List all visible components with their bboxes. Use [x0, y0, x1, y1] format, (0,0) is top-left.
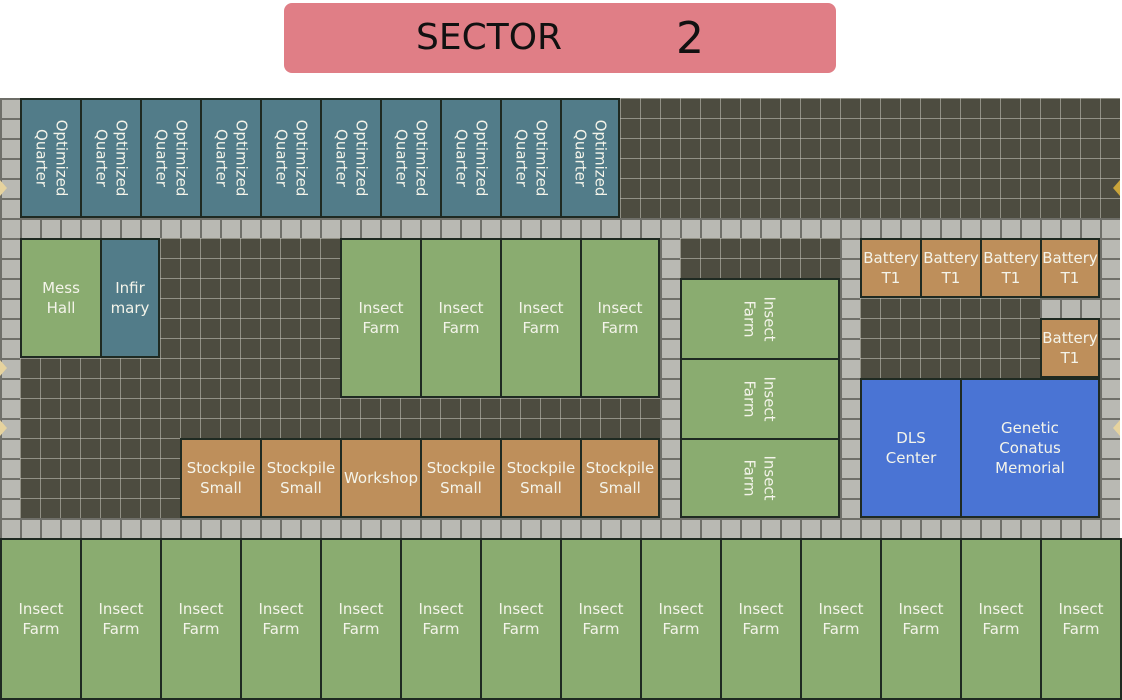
- room-insect-farm[interactable]: Insect Farm: [420, 238, 502, 398]
- room-optimized-quarter[interactable]: Optimized Quarter: [20, 98, 82, 218]
- room-insect-farm[interactable]: Insect Farm: [580, 238, 660, 398]
- sector-number: 2: [676, 13, 704, 64]
- room-battery-t1[interactable]: Battery T1: [1040, 238, 1100, 298]
- sector-header: SECTOR 2: [284, 3, 836, 73]
- room-optimized-quarter[interactable]: Optimized Quarter: [560, 98, 620, 218]
- room-insect-farm[interactable]: Insect Farm: [400, 538, 482, 700]
- room-insect-farm[interactable]: Insect Farm: [240, 538, 322, 700]
- room-stockpile-small[interactable]: Stockpile Small: [180, 438, 262, 518]
- door-marker-icon[interactable]: [1113, 420, 1120, 436]
- door-marker-icon[interactable]: [1113, 180, 1120, 196]
- room-insect-farm[interactable]: Insect Farm: [680, 358, 840, 440]
- room-optimized-quarter[interactable]: Optimized Quarter: [440, 98, 502, 218]
- room-insect-farm[interactable]: Insect Farm: [680, 438, 840, 518]
- door-marker-icon[interactable]: [0, 360, 7, 376]
- corridor-east-vertical[interactable]: [840, 238, 860, 518]
- room-insect-farm[interactable]: Insect Farm: [0, 538, 82, 700]
- room-stockpile-small[interactable]: Stockpile Small: [580, 438, 660, 518]
- room-insect-farm[interactable]: Insect Farm: [80, 538, 162, 700]
- room-insect-farm[interactable]: Insect Farm: [160, 538, 242, 700]
- corridor-right-edge[interactable]: [1100, 238, 1120, 518]
- room-insect-farm[interactable]: Insect Farm: [680, 278, 840, 360]
- corridor-left[interactable]: [0, 98, 20, 538]
- room-insect-farm[interactable]: Insect Farm: [500, 238, 582, 398]
- room-insect-farm[interactable]: Insect Farm: [560, 538, 642, 700]
- room-battery-t1[interactable]: Battery T1: [920, 238, 982, 298]
- room-genetic-conatus-memorial[interactable]: Genetic Conatus Memorial: [960, 378, 1100, 518]
- corridor-battery-gap[interactable]: [1040, 298, 1100, 318]
- room-insect-farm[interactable]: Insect Farm: [340, 238, 422, 398]
- room-infirmary[interactable]: Infir mary: [100, 238, 160, 358]
- room-insect-farm[interactable]: Insect Farm: [1040, 538, 1122, 700]
- room-optimized-quarter[interactable]: Optimized Quarter: [500, 98, 562, 218]
- room-mess-hall[interactable]: Mess Hall: [20, 238, 102, 358]
- room-optimized-quarter[interactable]: Optimized Quarter: [80, 98, 142, 218]
- room-workshop[interactable]: Workshop: [340, 438, 422, 518]
- room-optimized-quarter[interactable]: Optimized Quarter: [260, 98, 322, 218]
- room-dls-center[interactable]: DLS Center: [860, 378, 962, 518]
- corridor-mid-vertical[interactable]: [660, 238, 680, 518]
- room-optimized-quarter[interactable]: Optimized Quarter: [200, 98, 262, 218]
- corridor-upper[interactable]: [0, 218, 1120, 238]
- room-optimized-quarter[interactable]: Optimized Quarter: [140, 98, 202, 218]
- room-optimized-quarter[interactable]: Optimized Quarter: [320, 98, 382, 218]
- door-marker-icon[interactable]: [0, 180, 7, 196]
- room-stockpile-small[interactable]: Stockpile Small: [500, 438, 582, 518]
- base-map[interactable]: Optimized Quarter Optimized Quarter Opti…: [0, 98, 1122, 700]
- room-insect-farm[interactable]: Insect Farm: [480, 538, 562, 700]
- corridor-lower[interactable]: [0, 518, 1120, 538]
- door-marker-icon[interactable]: [0, 420, 7, 436]
- room-insect-farm[interactable]: Insect Farm: [800, 538, 882, 700]
- floor-area-right[interactable]: [860, 298, 1040, 378]
- room-insect-farm[interactable]: Insect Farm: [320, 538, 402, 700]
- room-optimized-quarter[interactable]: Optimized Quarter: [380, 98, 442, 218]
- room-stockpile-small[interactable]: Stockpile Small: [260, 438, 342, 518]
- room-insect-farm[interactable]: Insect Farm: [720, 538, 802, 700]
- room-insect-farm[interactable]: Insect Farm: [880, 538, 962, 700]
- room-battery-t1[interactable]: Battery T1: [1040, 318, 1100, 378]
- room-insect-farm[interactable]: Insect Farm: [640, 538, 722, 700]
- sector-label: SECTOR: [416, 17, 563, 58]
- room-battery-t1[interactable]: Battery T1: [860, 238, 922, 298]
- room-insect-farm[interactable]: Insect Farm: [960, 538, 1042, 700]
- room-battery-t1[interactable]: Battery T1: [980, 238, 1042, 298]
- room-stockpile-small[interactable]: Stockpile Small: [420, 438, 502, 518]
- floor-area-middle[interactable]: [680, 238, 840, 278]
